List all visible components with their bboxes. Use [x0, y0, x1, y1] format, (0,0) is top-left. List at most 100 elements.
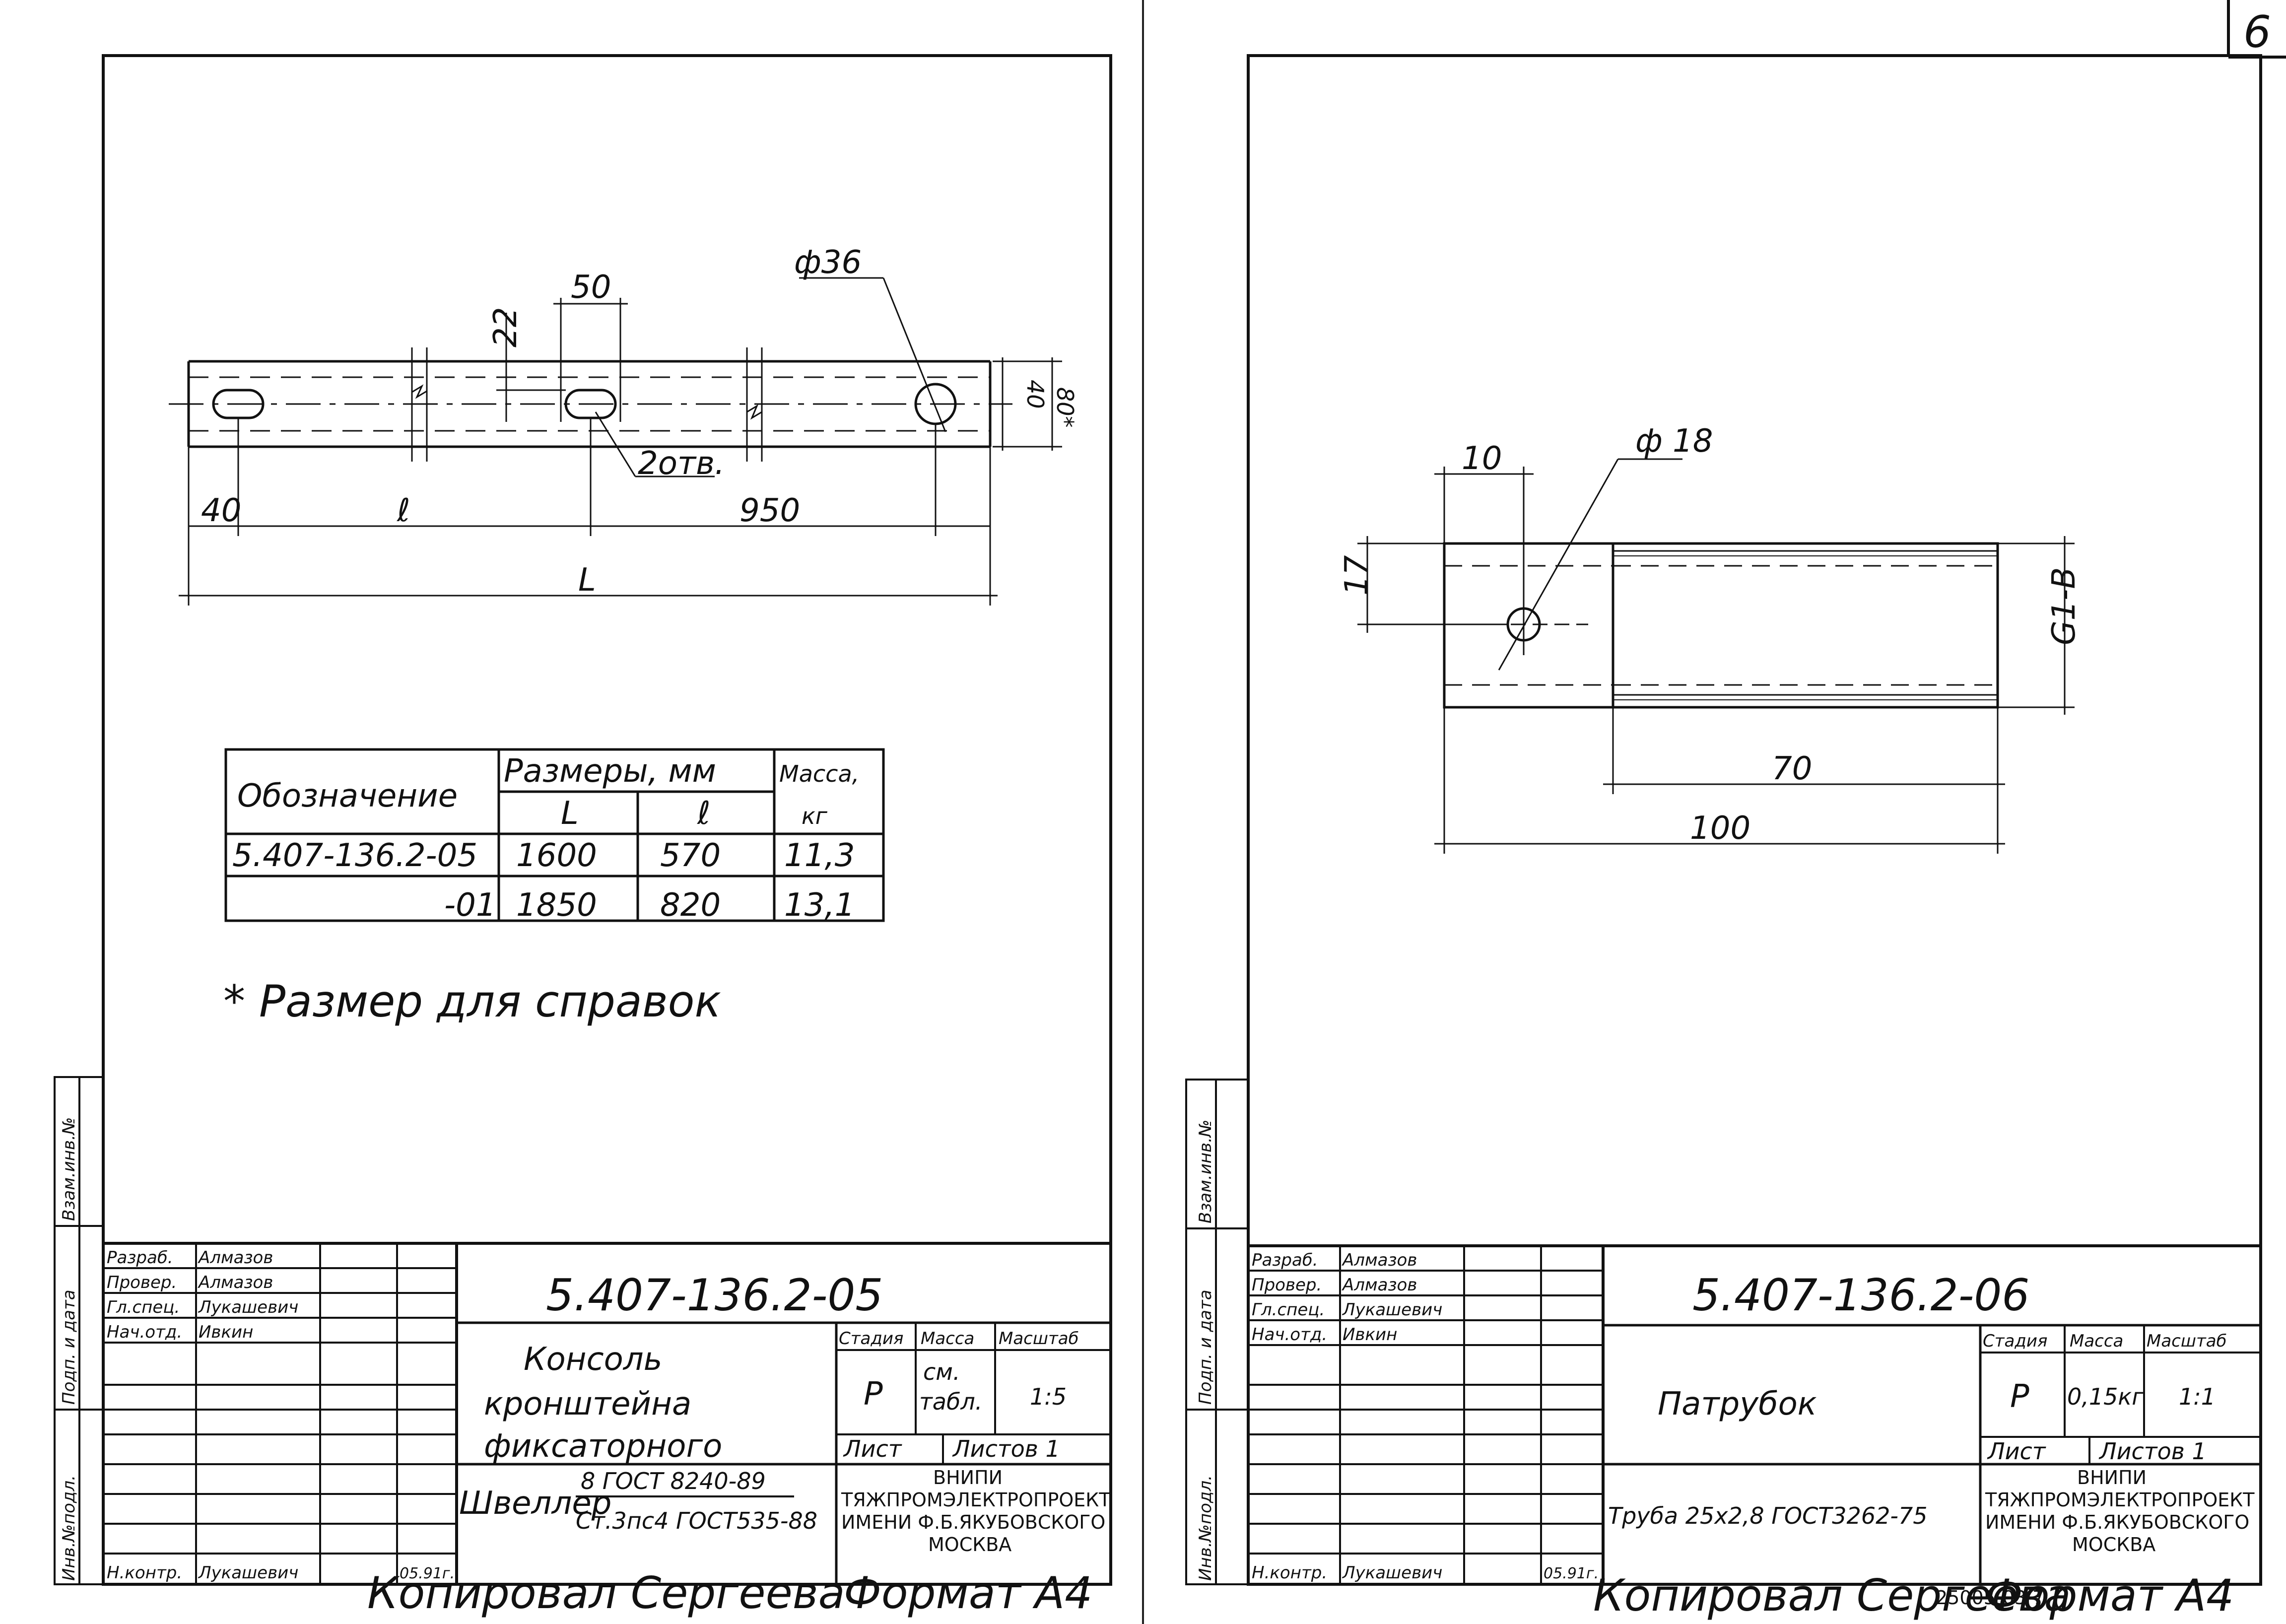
sheet-header: Лист — [843, 1435, 902, 1462]
norm-control-role: Н.контр. — [107, 1563, 182, 1583]
side-stamp-replace: Взам.инв.№ — [59, 1117, 79, 1221]
dim-50: 50 — [571, 269, 611, 306]
org-name: ТЯЖПРОМЭЛЕКТРОПРОЕКТ — [1985, 1489, 2255, 1511]
signer-role: Гл.спец. — [1252, 1300, 1325, 1320]
pipe-dimensions — [1357, 458, 2075, 854]
left-side-stamp — [54, 1076, 104, 1585]
mass-header: Масса — [2070, 1331, 2123, 1351]
dim-950: 950 — [740, 492, 800, 529]
scale-value: 1:1 — [2179, 1383, 2216, 1410]
dim-70: 70 — [1772, 750, 1812, 787]
table-row-L: 1850 — [516, 887, 597, 924]
table-row-l: 570 — [660, 837, 721, 874]
right-side-stamp — [1185, 1079, 1249, 1585]
side-stamp-inv: Инв.№подл. — [1196, 1475, 1215, 1581]
signer-name: Алмазов — [198, 1248, 273, 1268]
part-name-line: Консоль — [524, 1341, 662, 1378]
signer-role: Разраб. — [1252, 1250, 1318, 1270]
document-code: 5.407-136.2-06 — [1692, 1270, 2029, 1321]
signer-name: Лукашевич — [198, 1297, 298, 1317]
signer-name: Ивкин — [199, 1322, 253, 1342]
right-title-block — [1248, 1244, 2261, 1584]
org-name: ИМЕНИ Ф.Б.ЯКУБОВСКОГО — [1985, 1511, 2249, 1533]
signer-role: Провер. — [1252, 1275, 1322, 1295]
dim-thread: G1-B — [2046, 567, 2083, 645]
norm-control-role: Н.контр. — [1252, 1563, 1327, 1583]
scale-value: 1:5 — [1030, 1383, 1067, 1410]
material-steel: Ст.3пс4 ГОСТ535-88 — [576, 1507, 817, 1534]
right-sheet: 10 ф 18 17 G1-B 70 100 — [1185, 54, 2262, 1621]
part-name-line: фиксаторного — [484, 1428, 722, 1465]
format-label: Формат А4 — [844, 1567, 1092, 1619]
org-name: ВНИПИ — [933, 1467, 1003, 1489]
table-row-l: 820 — [660, 887, 721, 924]
archive-code: 25005-03 7 — [1936, 1587, 2044, 1609]
left-title-block — [103, 1242, 1111, 1584]
mass-value: см. — [923, 1358, 960, 1385]
scale-header: Масштаб — [2147, 1331, 2227, 1351]
signer-role: Гл.спец. — [107, 1297, 180, 1317]
left-title-block-text: Разраб. Алмазов Провер. Алмазов Гл.спец.… — [59, 1117, 1111, 1619]
reference-note: * Размер для справок — [223, 976, 721, 1027]
material: Труба 25х2,8 ГОСТ3262-75 — [1608, 1502, 1927, 1529]
signer-role: Провер. — [107, 1273, 177, 1292]
stage-header: Стадия — [1983, 1331, 2047, 1351]
copied-by: Копировал Сергеева — [367, 1567, 845, 1619]
dim-22: 22 — [487, 307, 524, 347]
holes-label: 2отв. — [638, 445, 725, 482]
table-header-kg: кг — [802, 803, 828, 829]
dim-80-reference: 80* — [1052, 387, 1078, 428]
dim-100: 100 — [1690, 810, 1750, 847]
side-stamp-replace: Взам.инв.№ — [1196, 1120, 1215, 1223]
signer-role: Нач.отд. — [107, 1322, 182, 1342]
table-header-sizes: Размеры, мм — [504, 753, 716, 790]
stage-value: Р — [864, 1376, 883, 1413]
dim-diameter-18: ф 18 — [1635, 423, 1713, 460]
dim-L: L — [578, 562, 596, 599]
side-stamp-sign: Подп. и дата — [59, 1289, 79, 1405]
norm-control-name: Лукашевич — [1342, 1563, 1442, 1583]
signer-name: Алмазов — [1342, 1275, 1417, 1295]
dim-40-vertical: 40 — [1022, 380, 1049, 409]
part-name-line: кронштейна — [484, 1386, 691, 1422]
table-row-L: 1600 — [516, 837, 597, 874]
stage-value: Р — [2010, 1378, 2029, 1415]
mass-header: Масса — [921, 1329, 974, 1349]
dim-l: ℓ — [397, 492, 410, 529]
table-row-mass: 11,3 — [784, 837, 855, 874]
dim-17: 17 — [1339, 555, 1375, 596]
pipe-dimension-labels: 10 ф 18 17 G1-B 70 100 — [1339, 423, 2083, 847]
pipe-part — [1443, 542, 1999, 709]
mass-value: 0,15кг — [2067, 1383, 2144, 1410]
sheets-header: Листов 1 — [952, 1435, 1060, 1462]
part-name: Патрубок — [1658, 1386, 1817, 1422]
table-header-designation: Обозначение — [237, 778, 458, 814]
left-sheet: 50 22 ф36 40 80* 2отв. 40 ℓ 950 L Обозна… — [54, 54, 1112, 1619]
org-city: МОСКВА — [2072, 1534, 2155, 1556]
org-name: ВНИПИ — [2077, 1467, 2147, 1489]
sheet-number: 6 — [2243, 6, 2271, 58]
signer-name: Алмазов — [198, 1273, 273, 1292]
channel-dimensions — [179, 277, 1062, 606]
signer-role: Разраб. — [107, 1248, 173, 1268]
signer-name: Лукашевич — [1342, 1300, 1442, 1320]
copied-by: Копировал Сергеева — [1593, 1570, 2071, 1621]
org-name: ТЯЖПРОМЭЛЕКТРОПРОЕКТ — [841, 1489, 1111, 1511]
signer-name: Ивкин — [1343, 1325, 1397, 1345]
channel-part — [169, 347, 1012, 462]
table-row-designation: -01 — [444, 887, 496, 924]
table-row-mass: 13,1 — [784, 887, 855, 924]
channel-dimension-labels: 50 22 ф36 40 80* 2отв. 40 ℓ 950 L — [201, 244, 1078, 599]
side-stamp-sign: Подп. и дата — [1196, 1289, 1215, 1405]
table-row-designation: 5.407-136.2-05 — [232, 837, 477, 874]
dim-10: 10 — [1462, 440, 1502, 477]
table-header-mass: Масса, — [779, 760, 859, 787]
dim-40: 40 — [201, 492, 241, 529]
right-frame — [1247, 54, 2262, 1586]
sign-date: 05.91г. — [400, 1565, 455, 1582]
sizes-table — [224, 748, 885, 922]
stage-header: Стадия — [839, 1329, 903, 1349]
side-stamp-inv: Инв.№подл. — [59, 1475, 79, 1581]
right-title-block-text: Разраб. Алмазов Провер. Алмазов Гл.спец.… — [1196, 1120, 2255, 1621]
